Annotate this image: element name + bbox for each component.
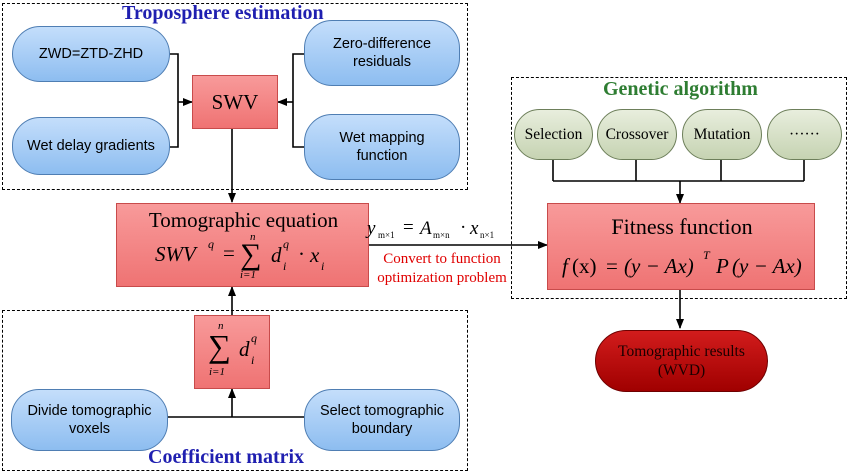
coef-d: d (239, 337, 250, 361)
eq-lhs: SWV (155, 242, 196, 266)
coef-sum-bottom: i=1 (209, 366, 225, 378)
coefficient-sum-box: n ∑ i=1 d q i (194, 315, 270, 389)
zero-difference-residuals-node: Zero-difference residuals (304, 20, 460, 86)
wet-delay-connector (170, 102, 179, 148)
eq-sigma: ∑ (240, 238, 262, 271)
swv-label: SWV (211, 89, 259, 114)
wet-mapping-connector (292, 102, 304, 148)
results-line2: (WVD) (657, 362, 706, 379)
conv-a-sub: m×n (433, 230, 450, 240)
fit-right: (y − Ax) (732, 254, 802, 278)
coefficient-matrix-title: Coefficient matrix (148, 446, 305, 468)
results-line1: Tomographic results (618, 342, 745, 360)
eq-sum-top: n (250, 231, 256, 243)
fit-P: P (716, 254, 729, 278)
swv-box: SWV (192, 75, 278, 129)
zero-diff-connector (292, 53, 304, 102)
coef-sigma: ∑ (208, 328, 231, 364)
zwd-node: ZWD=ZTD-ZHD (12, 26, 170, 82)
wet-delay-gradients-node: Wet delay gradients (12, 117, 170, 175)
fitness-function-title: Fitness function (611, 214, 753, 239)
fit-left: (y − Ax) (624, 254, 694, 278)
eq-lhs-sup: q (208, 237, 214, 251)
ga-item-etc: ······ (767, 109, 842, 160)
conv-dot: · (460, 217, 467, 238)
zwd-connector (170, 53, 179, 102)
tomographic-equation-title: Tomographic equation (148, 208, 339, 232)
troposphere-group (2, 3, 468, 190)
coefficient-group (2, 310, 468, 471)
conv-x: x (470, 218, 479, 239)
troposphere-title: Troposphere estimation (122, 2, 324, 24)
conv-a: A (420, 218, 432, 239)
fit-f: f (562, 254, 568, 278)
convert-label-line2: optimization problem (377, 270, 507, 286)
coef-d-sup: q (251, 331, 257, 345)
fit-x: (x) (572, 254, 597, 278)
ga-item-mutation: Mutation (682, 109, 762, 160)
genetic-algorithm-title: Genetic algorithm (603, 78, 758, 100)
fit-T: T (703, 248, 710, 262)
fit-eq: = (606, 254, 618, 278)
eq-sum-bottom: i=1 (240, 269, 256, 281)
fitness-function-box: Fitness function f (x) = (y − Ax) T P (y… (547, 203, 815, 290)
coef-d-sub: i (251, 353, 255, 367)
tomographic-equation-box: Tomographic equation SWV q = n ∑ i=1 d q… (116, 203, 369, 287)
ga-item-crossover: Crossover (597, 109, 677, 160)
eq-dot: · (298, 242, 305, 266)
eq-d-sup: q (283, 237, 289, 251)
coef-sum-top: n (218, 320, 224, 332)
conv-y-sub: m×1 (378, 230, 395, 240)
eq-equals: = (223, 241, 235, 265)
tomographic-results-node: Tomographic results (WVD) (595, 330, 768, 392)
eq-d: d (271, 243, 282, 267)
genetic-group (511, 77, 847, 299)
eq-x-sub: i (321, 259, 325, 273)
convert-label-line1: Convert to function (383, 251, 501, 267)
conv-x-sub: n×1 (480, 230, 495, 240)
conversion-equation: y m×1 = A m×n · x n×1 (365, 217, 515, 242)
eq-x: x (310, 243, 320, 267)
eq-d-sub: i (283, 259, 287, 273)
wet-mapping-function-node: Wet mapping function (304, 114, 460, 180)
select-boundary-node: Select tomographic boundary (304, 389, 460, 451)
conv-y: y (367, 218, 376, 239)
ga-item-selection: Selection (514, 109, 593, 160)
conv-eq: = (403, 217, 414, 238)
divide-voxels-node: Divide tomographic voxels (11, 389, 168, 451)
